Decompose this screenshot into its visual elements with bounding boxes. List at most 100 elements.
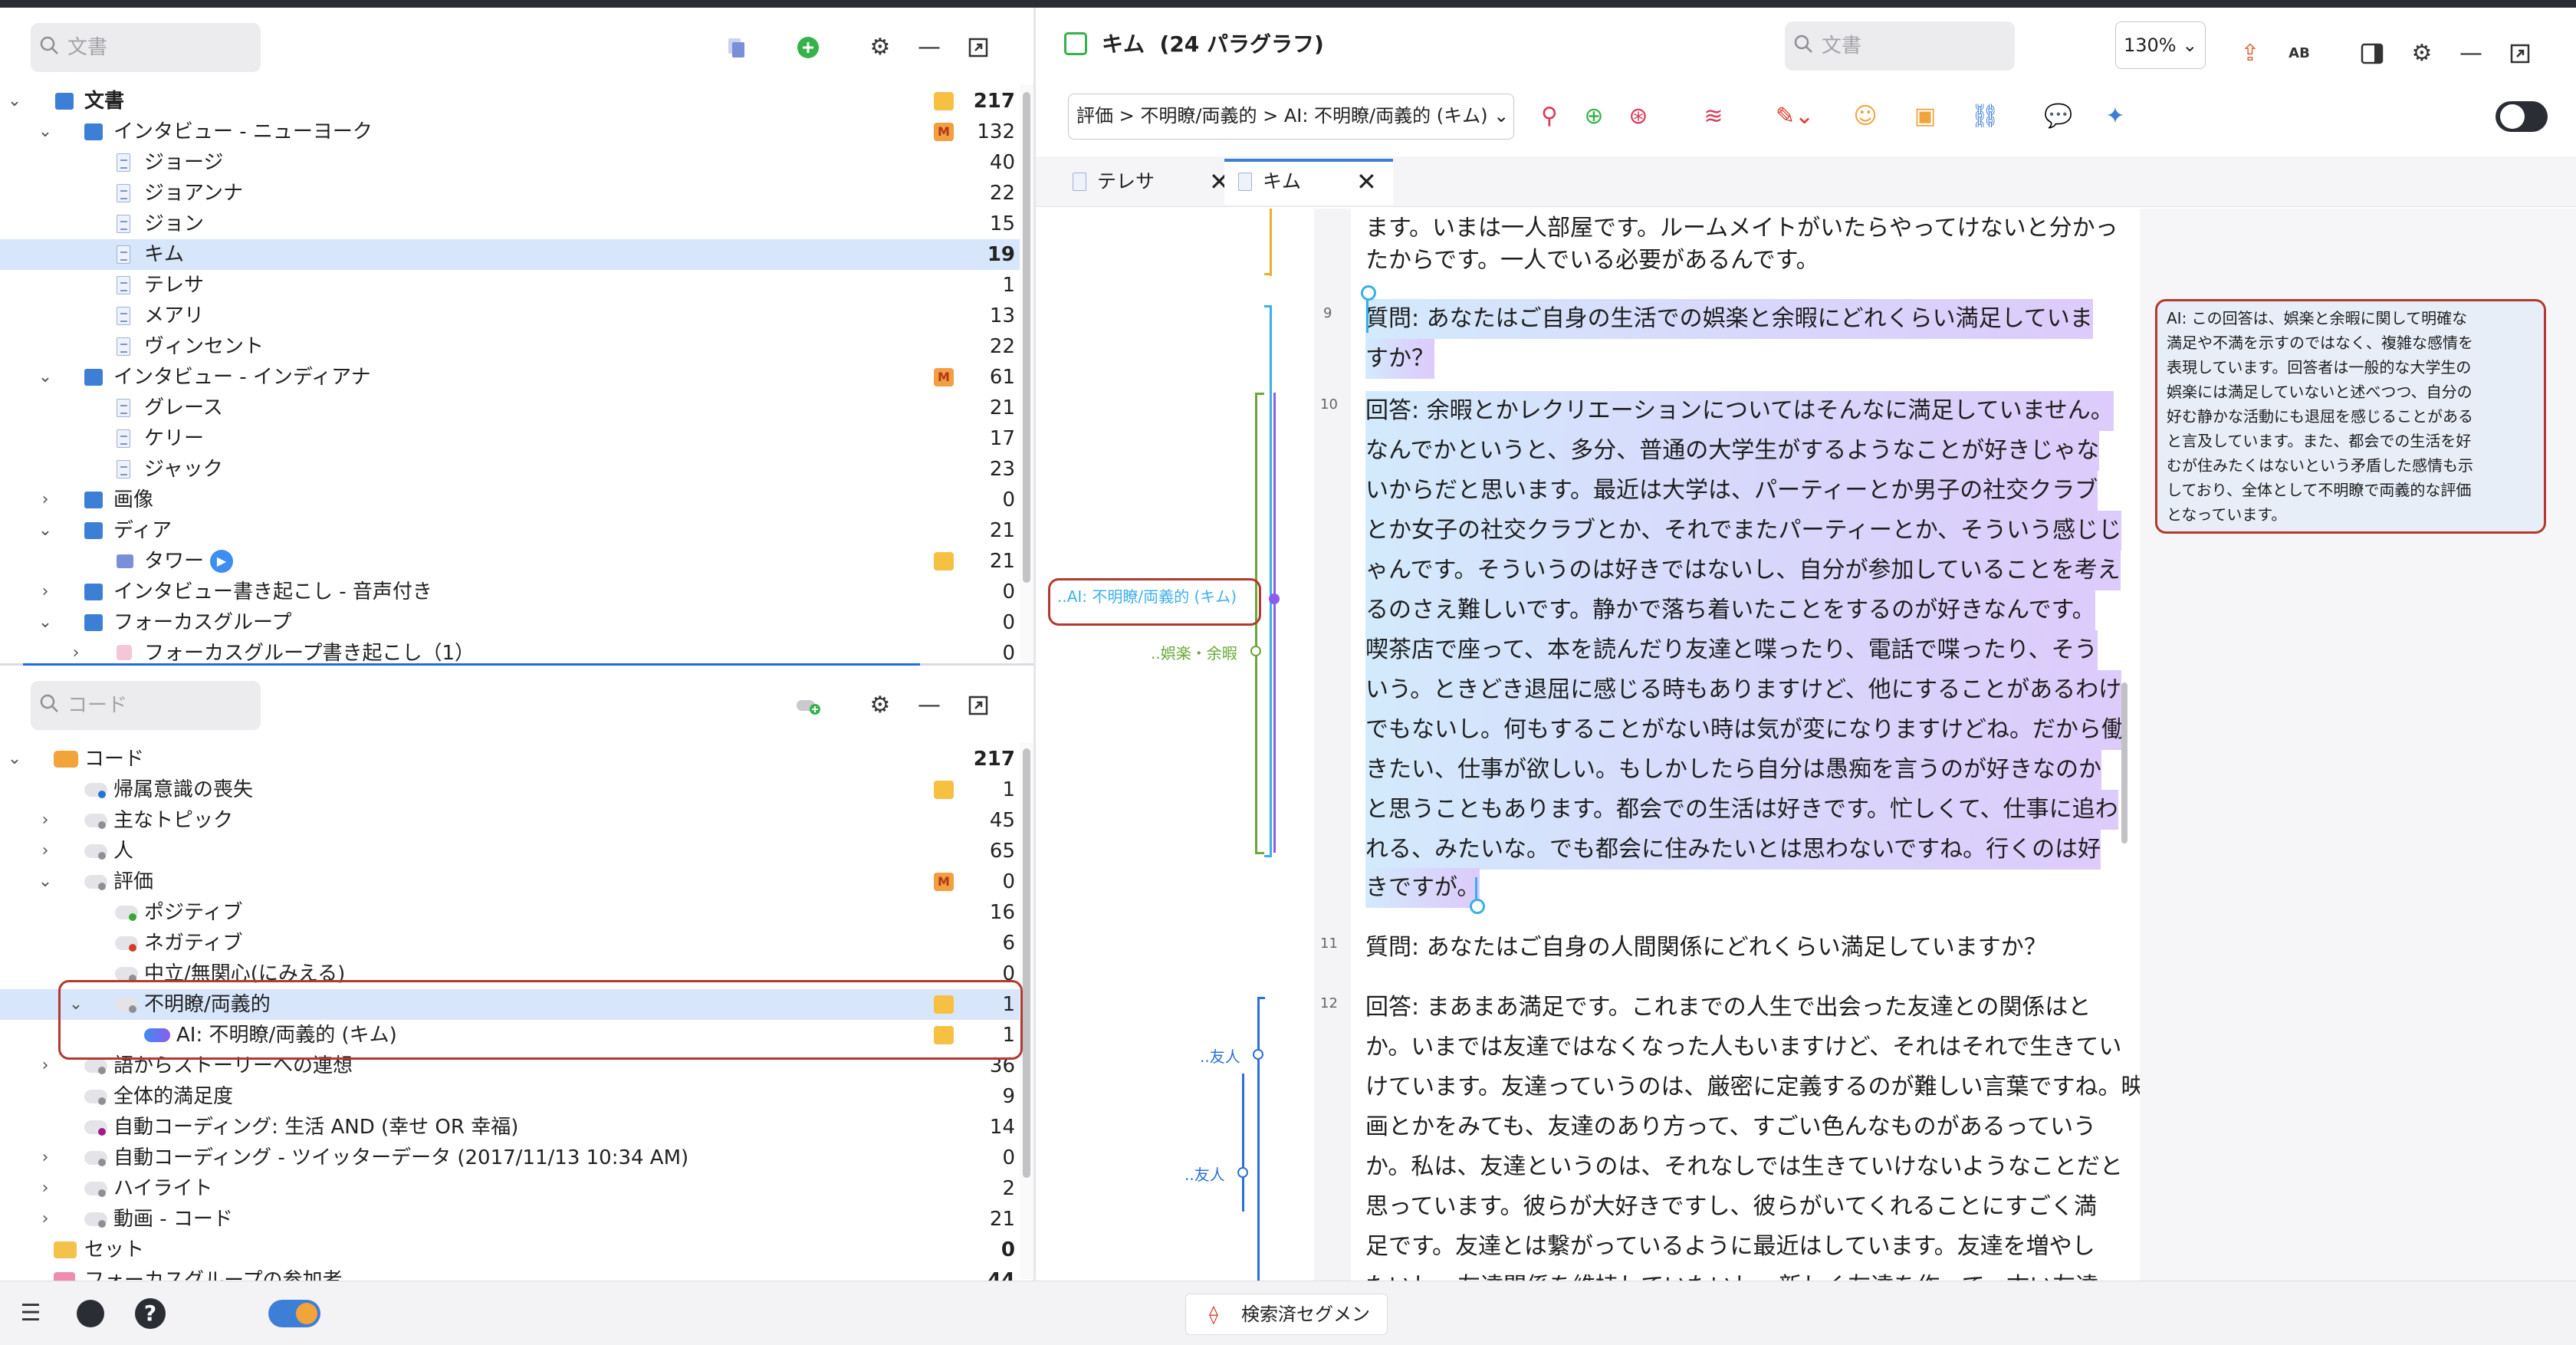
chevron-right-icon[interactable]: › [41, 1179, 49, 1198]
retrieved-segments-button[interactable]: ⟠検索済セグメント [1185, 1294, 1388, 1345]
ai-code-node[interactable] [1269, 594, 1280, 604]
code-add-icon[interactable]: ⊕ [1584, 103, 1604, 130]
link-icon[interactable]: ⛓ [1970, 103, 2000, 130]
minimize-icon[interactable]: — [918, 692, 941, 719]
chevron-down-icon[interactable]: ⌄ [7, 91, 22, 110]
selection-handle-end[interactable] [1470, 899, 1485, 914]
view-toggle[interactable] [268, 1300, 320, 1327]
margin-code-leisure-label[interactable]: ..娯楽・余暇 [1151, 644, 1237, 663]
ai-assist-icon[interactable]: ✦ [2105, 103, 2125, 130]
settings-gear-icon[interactable]: ⚙ [869, 692, 891, 719]
chevron-down-icon[interactable]: ⌄ [38, 872, 53, 891]
chevron-right-icon[interactable]: › [41, 582, 49, 601]
scroll-thumb[interactable] [1023, 92, 1030, 583]
chat-icon[interactable] [77, 1300, 104, 1327]
document-search-input[interactable]: 文書 [1785, 21, 2015, 71]
code-scrollbar[interactable] [1020, 742, 1033, 1279]
emoticode-icon[interactable]: ☺ [1853, 103, 1878, 130]
spellcheck-icon[interactable]: AB [2288, 45, 2310, 61]
ai-memo-card[interactable]: AI: この回答は、娯楽と余暇に関して明確な 満足や不満を示すのではなく、複雑な… [2155, 299, 2546, 534]
highlighter-icon[interactable]: ✎⌄ [1775, 103, 1815, 130]
text-scrollbar-thumb[interactable] [2121, 682, 2128, 844]
zoom-select[interactable]: 130% ⌄ [2115, 21, 2206, 69]
code-pin-icon[interactable]: ⚲ [1541, 103, 1558, 130]
chevron-right-icon[interactable]: › [41, 1148, 49, 1167]
edit-toggle[interactable] [2496, 101, 2548, 132]
chevron-down-icon[interactable]: ⌄ [68, 995, 84, 1014]
code-autocode-life[interactable]: 自動コーディング: 生活 AND (幸せ OR 幸福)14 [0, 1112, 1033, 1143]
new-code-icon[interactable] [793, 690, 823, 721]
doc-tower[interactable]: タワー▶21 [0, 546, 1033, 577]
memo-icon[interactable] [934, 552, 954, 571]
vertical-splitter[interactable] [1033, 8, 1036, 1281]
chevron-down-icon[interactable]: ⌄ [38, 122, 53, 141]
minimize-icon[interactable]: — [918, 34, 941, 61]
chevron-right-icon[interactable]: › [72, 643, 80, 663]
close-icon[interactable]: ✕ [1356, 167, 1377, 196]
chevron-down-icon[interactable]: ⌄ [7, 749, 22, 768]
settings-gear-icon[interactable]: ⚙ [869, 34, 891, 61]
settings-gear-icon[interactable]: ⚙ [2411, 40, 2433, 67]
memo-add-icon[interactable]: ▣ [1914, 103, 1937, 130]
sliders-icon[interactable]: ☰ [20, 1300, 41, 1327]
add-document-icon[interactable] [793, 32, 823, 63]
code-path-select[interactable]: 評価 > 不明瞭/両義的 > AI: 不明瞭/両義的 (キム) ⌄ [1068, 94, 1514, 140]
chevron-right-icon[interactable]: › [41, 490, 49, 509]
maximize-pane-icon[interactable] [2505, 38, 2535, 69]
minimize-icon[interactable]: — [2459, 40, 2482, 67]
export-icon[interactable]: ⇪ [2240, 40, 2260, 67]
memo-icon[interactable] [934, 781, 954, 799]
tab-kim[interactable]: キム✕ [1224, 159, 1393, 205]
code-multi-icon[interactable]: ⊛ [1628, 103, 1648, 130]
memo-m-icon[interactable]: M [934, 123, 954, 141]
new-document-set-icon[interactable] [721, 32, 751, 63]
code-search-input[interactable]: コード [31, 681, 261, 730]
maximize-pane-icon[interactable] [963, 690, 994, 721]
code-ai-ambiguous-kim[interactable]: AI: 不明瞭/両義的 (キム)1 [0, 1020, 1033, 1051]
chevron-right-icon[interactable]: › [41, 1056, 49, 1075]
chevron-right-icon[interactable]: › [41, 811, 49, 830]
memo-m-icon[interactable]: M [934, 368, 954, 386]
code-autocode-twitter[interactable]: ›自動コーディング - ツイッターデータ (2017/11/13 10:34 A… [0, 1143, 1033, 1173]
doc-focus-transcript[interactable]: ›フォーカスグループ書き起こし（1）0 [0, 638, 1033, 666]
chevron-down-icon[interactable]: ⌄ [38, 521, 53, 540]
leisure-code-node[interactable] [1250, 646, 1261, 656]
document-search-input[interactable]: 文書 [31, 23, 261, 72]
comment-icon[interactable]: 💬 [2044, 103, 2073, 130]
margin-code-friend-label[interactable]: ..友人 [1184, 1166, 1225, 1184]
maximize-pane-icon[interactable] [963, 32, 994, 63]
edit-mode-icon[interactable] [1064, 32, 1087, 55]
document-scrollbar[interactable] [1020, 84, 1033, 666]
chevron-down-icon[interactable]: ⌄ [38, 613, 53, 632]
margin-code-ai-label[interactable]: ..AI: 不明瞭/両義的 (キム) [1057, 587, 1237, 606]
selection-handle-start[interactable] [1361, 285, 1376, 301]
memo-icon[interactable] [934, 995, 954, 1014]
audio-wave-icon[interactable]: ≋ [1704, 103, 1723, 130]
margin-code-friend-label[interactable]: ..友人 [1200, 1047, 1240, 1066]
sidebar-toggle-icon[interactable] [2357, 38, 2387, 69]
